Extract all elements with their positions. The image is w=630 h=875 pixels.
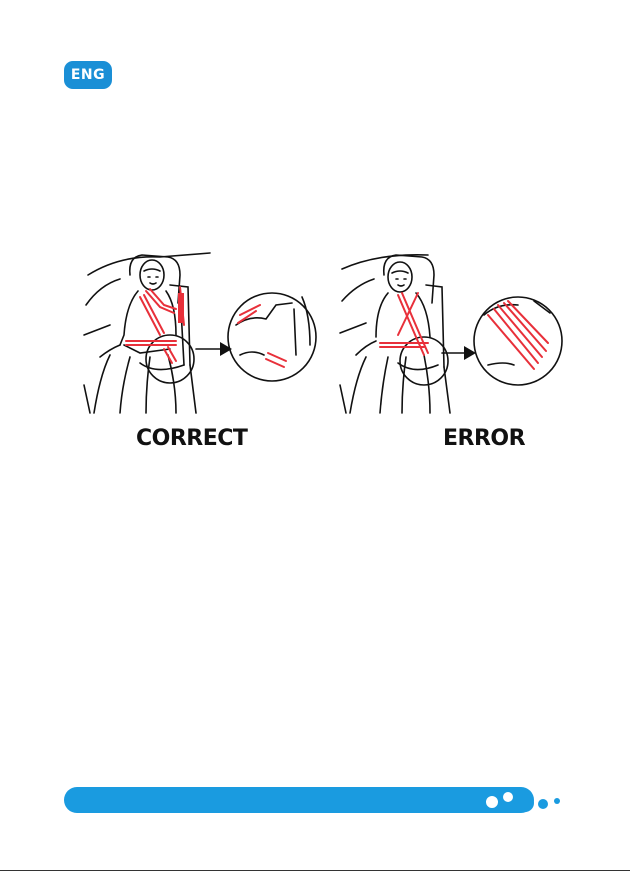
footer-accent-bar bbox=[64, 787, 534, 813]
page-edge bbox=[0, 870, 630, 875]
language-badge: ENG bbox=[64, 61, 112, 89]
caption-correct: CORRECT bbox=[136, 426, 247, 451]
caption-error: ERROR bbox=[443, 426, 525, 451]
error-belt-illustration bbox=[338, 245, 568, 417]
correct-belt-illustration bbox=[80, 245, 320, 417]
bubbles-logo-icon bbox=[480, 783, 564, 817]
